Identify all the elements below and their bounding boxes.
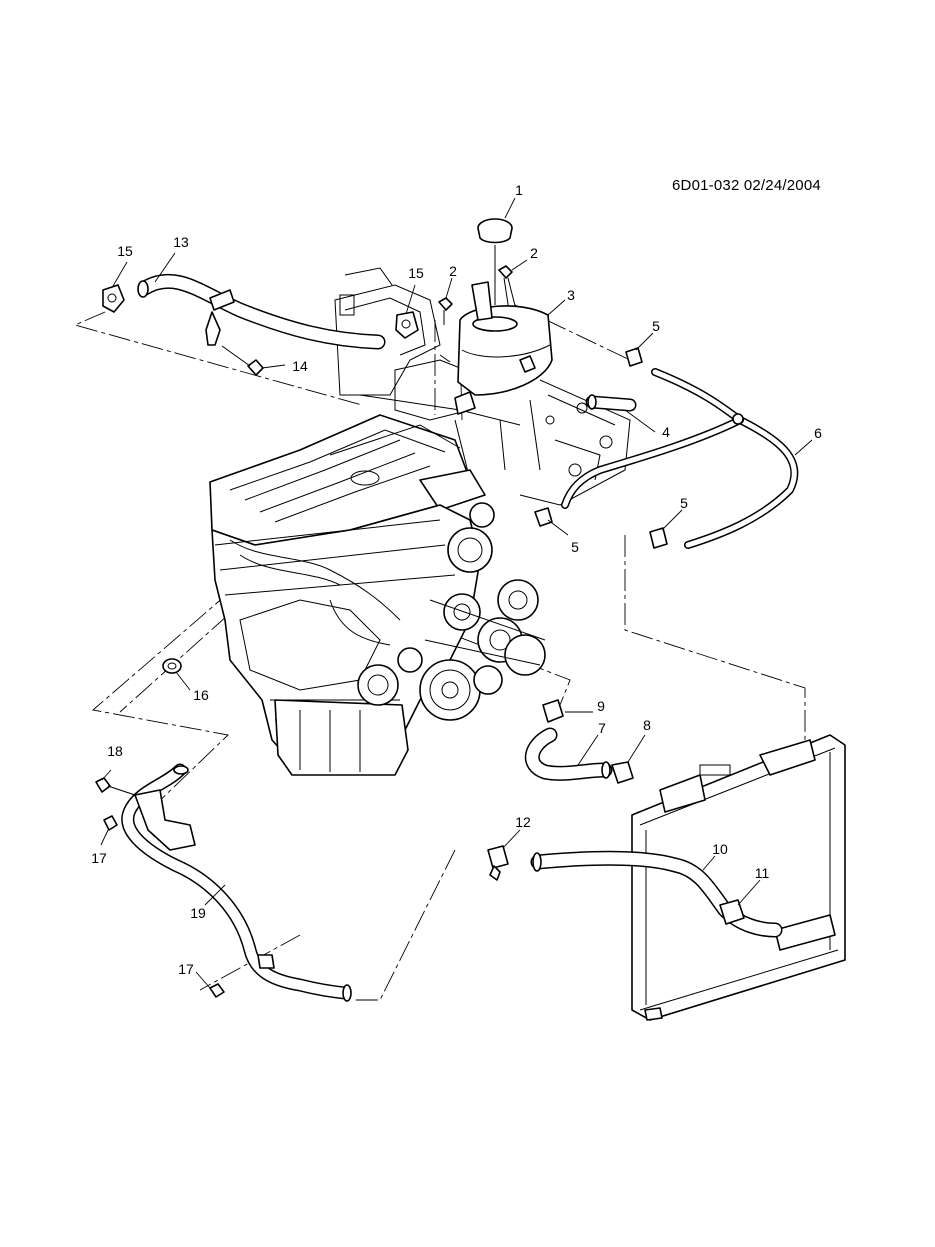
callout-leaders [100,197,813,989]
part-4-short-hose [585,394,637,412]
part-10-lower-radiator-hose [530,850,783,938]
callout-10: 10 [712,841,728,857]
part-2-bolt-left [438,297,453,325]
part-16-seal [162,658,182,674]
callout-7: 7 [598,720,606,736]
drawing-id: 6D01-032 02/24/2004 [672,177,821,194]
callout-14: 14 [292,358,308,374]
part-6-overflow-hose [561,368,799,549]
part-7-radiator-inlet-hose [524,727,613,781]
part-8-clamp [611,761,634,784]
part-19-coolant-pipe [121,763,352,1002]
callout-15-left: 15 [117,243,133,259]
part-18-bolt [95,777,136,796]
callout-13: 13 [173,234,189,250]
part-17-bolt-upper [103,815,118,831]
callout-6: 6 [814,425,822,441]
callout-8: 8 [643,717,651,733]
callout-18: 18 [107,743,123,759]
callout-12: 12 [515,814,531,830]
callout-5-top: 5 [652,318,660,334]
callout-5-right: 5 [680,495,688,511]
callout-2-right: 2 [530,245,538,261]
part-15-clamp-left [102,284,125,313]
callout-5-mid: 5 [571,539,579,555]
callout-2-left: 2 [449,263,457,279]
part-15-clamp-right [395,311,419,339]
callout-1: 1 [515,182,523,198]
part-13-upper-hose [137,273,386,350]
callout-16: 16 [193,687,209,703]
callout-11: 11 [754,865,770,881]
part-9-clamp [542,699,564,723]
part-12-clamp [487,845,509,881]
callout-19: 19 [190,905,206,921]
radiator [631,734,846,1021]
part-5-clamp-mid [534,507,553,527]
callout-17-lower: 17 [178,961,194,977]
part-5-clamp-right [649,527,668,549]
engine-assembly [209,414,546,776]
part-1-reservoir-cap [477,218,513,305]
callout-4: 4 [662,424,670,440]
callout-3: 3 [567,287,575,303]
part-14-bolt [221,345,264,376]
part-11-clamp [719,899,745,925]
callout-15-right: 15 [408,265,424,281]
part-17-bolt-lower [209,983,225,998]
part-3-coolant-reservoir [454,281,553,415]
callout-17-upper: 17 [91,850,107,866]
part-5-clamp-top [625,347,643,367]
callout-9: 9 [597,698,605,714]
